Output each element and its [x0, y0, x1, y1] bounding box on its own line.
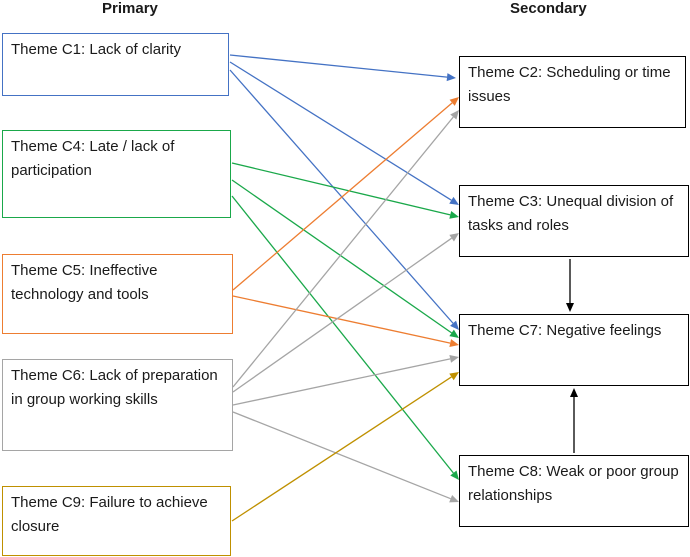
theme-box-c6: Theme C6: Lack of preparation in group w…: [2, 359, 233, 451]
theme-c5-label: Theme C5: Ineffective technology and too…: [11, 262, 158, 303]
arrow-c9-to-c7: [231, 372, 459, 522]
arrow-c1-to-c2: [229, 54, 456, 82]
theme-box-c4: Theme C4: Late / lack of participation: [2, 130, 231, 218]
theme-box-c9: Theme C9: Failure to achieve closure: [2, 486, 231, 556]
secondary-column-header: Secondary: [510, 0, 587, 17]
theme-box-c8: Theme C8: Weak or poor group relationshi…: [459, 455, 689, 527]
arrow-c5-to-c7: [232, 295, 459, 348]
arrow-c6-to-c8: [232, 411, 459, 503]
arrow-c3-to-c7: [566, 259, 574, 312]
arrow-c4-to-c8: [231, 195, 459, 480]
arrow-c1-to-c7: [229, 69, 459, 330]
arrow-c5-to-c2: [232, 97, 459, 291]
arrow-c6-to-c2: [232, 110, 459, 388]
theme-box-c1: Theme C1: Lack of clarity: [2, 33, 229, 96]
theme-c2-label: Theme C2: Scheduling or time issues: [468, 64, 671, 105]
theme-c7-label: Theme C7: Negative feelings: [468, 322, 662, 339]
arrow-c4-to-c3: [231, 162, 459, 219]
arrow-c4-to-c7: [231, 179, 459, 338]
arrow-c6-to-c7: [232, 354, 459, 406]
theme-c9-label: Theme C9: Failure to achieve closure: [11, 494, 208, 535]
arrow-c1-to-c3: [229, 61, 459, 205]
theme-c1-label: Theme C1: Lack of clarity: [11, 41, 182, 58]
theme-c6-label: Theme C6: Lack of preparation in group w…: [11, 367, 218, 408]
theme-box-c3: Theme C3: Unequal division of tasks and …: [459, 185, 689, 257]
theme-c3-label: Theme C3: Unequal division of tasks and …: [468, 193, 674, 234]
primary-column-header: Primary: [102, 0, 158, 17]
theme-box-c7: Theme C7: Negative feelings: [459, 314, 689, 386]
arrow-c8-to-c7: [570, 388, 578, 453]
theme-c8-label: Theme C8: Weak or poor group relationshi…: [468, 463, 679, 504]
arrow-c6-to-c3: [232, 233, 459, 393]
theme-box-c2: Theme C2: Scheduling or time issues: [459, 56, 686, 128]
theme-box-c5: Theme C5: Ineffective technology and too…: [2, 254, 233, 334]
theme-c4-label: Theme C4: Late / lack of participation: [11, 138, 175, 179]
